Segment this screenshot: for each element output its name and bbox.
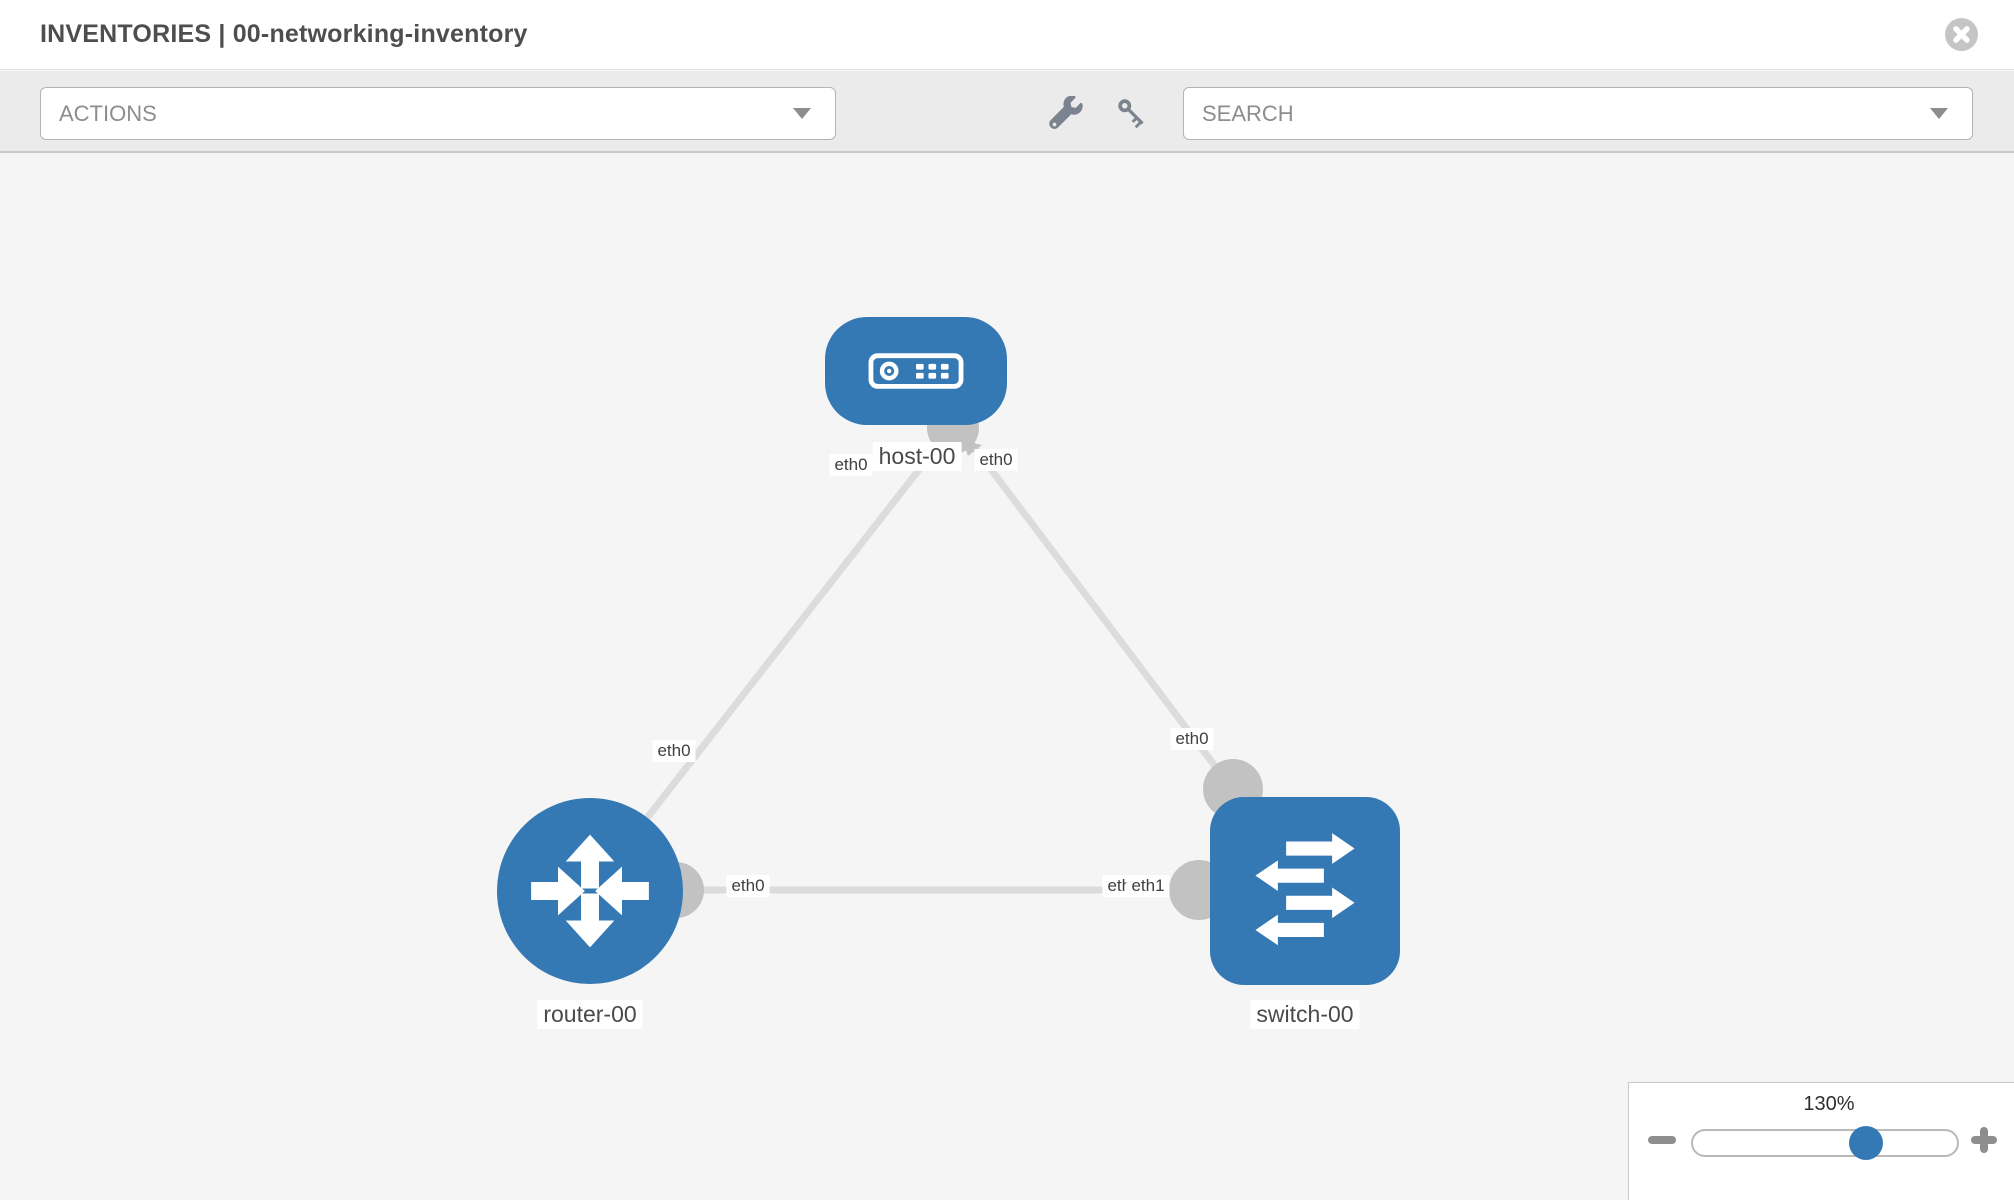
topology-canvas[interactable]: host-00 router-00 switch-00 eth0 eth0 et…: [0, 153, 2014, 1200]
zoom-slider-track[interactable]: [1691, 1126, 1959, 1160]
zoom-out-button[interactable]: [1645, 1123, 1679, 1157]
interface-label: eth0: [726, 875, 770, 897]
chevron-down-icon: [793, 108, 811, 119]
node-switch-00[interactable]: [1210, 797, 1400, 985]
search-dropdown[interactable]: SEARCH: [1183, 87, 1973, 140]
interface-label: eth1: [1126, 875, 1170, 897]
link-host-router: [587, 427, 953, 894]
node-router-00[interactable]: [497, 798, 683, 984]
key-icon: [1118, 99, 1144, 129]
zoom-slider-thumb[interactable]: [1849, 1126, 1883, 1160]
zoom-in-button[interactable]: [1967, 1123, 2001, 1157]
zoom-control-panel: 130%: [1628, 1082, 2014, 1200]
plus-icon: [1971, 1127, 1997, 1153]
node-host-00[interactable]: [825, 317, 1007, 425]
minus-icon: [1648, 1136, 1676, 1144]
interface-label: eth0: [652, 740, 696, 762]
actions-dropdown[interactable]: ACTIONS: [40, 87, 836, 140]
actions-dropdown-value: ACTIONS: [59, 100, 157, 126]
tools-button[interactable]: [1038, 85, 1094, 141]
search-dropdown-placeholder: SEARCH: [1202, 100, 1294, 126]
close-button[interactable]: [1945, 18, 1978, 51]
host-icon: [868, 353, 964, 389]
node-label-host: host-00: [872, 442, 962, 471]
wrench-icon: [1049, 96, 1083, 129]
topology-edges-layer: [587, 402, 1263, 920]
link-arrowhead-icon: [963, 441, 982, 456]
interface-label: eth0: [829, 454, 873, 476]
toolbar: ACTIONS SEARCH: [0, 71, 2014, 153]
interface-label: eth0: [974, 449, 1018, 471]
credentials-button[interactable]: [1104, 85, 1160, 141]
header: INVENTORIES | 00-networking-inventory: [0, 0, 2014, 70]
switch-icon: [1255, 833, 1355, 946]
node-label-router: router-00: [537, 1000, 643, 1029]
node-label-switch: switch-00: [1250, 1000, 1360, 1029]
close-icon: [1953, 26, 1970, 43]
interface-label: eth0: [1170, 728, 1214, 750]
chevron-down-icon: [1930, 108, 1948, 119]
page-title: INVENTORIES | 00-networking-inventory: [40, 20, 528, 48]
router-icon: [531, 834, 649, 948]
zoom-level: 130%: [1803, 1093, 1855, 1115]
